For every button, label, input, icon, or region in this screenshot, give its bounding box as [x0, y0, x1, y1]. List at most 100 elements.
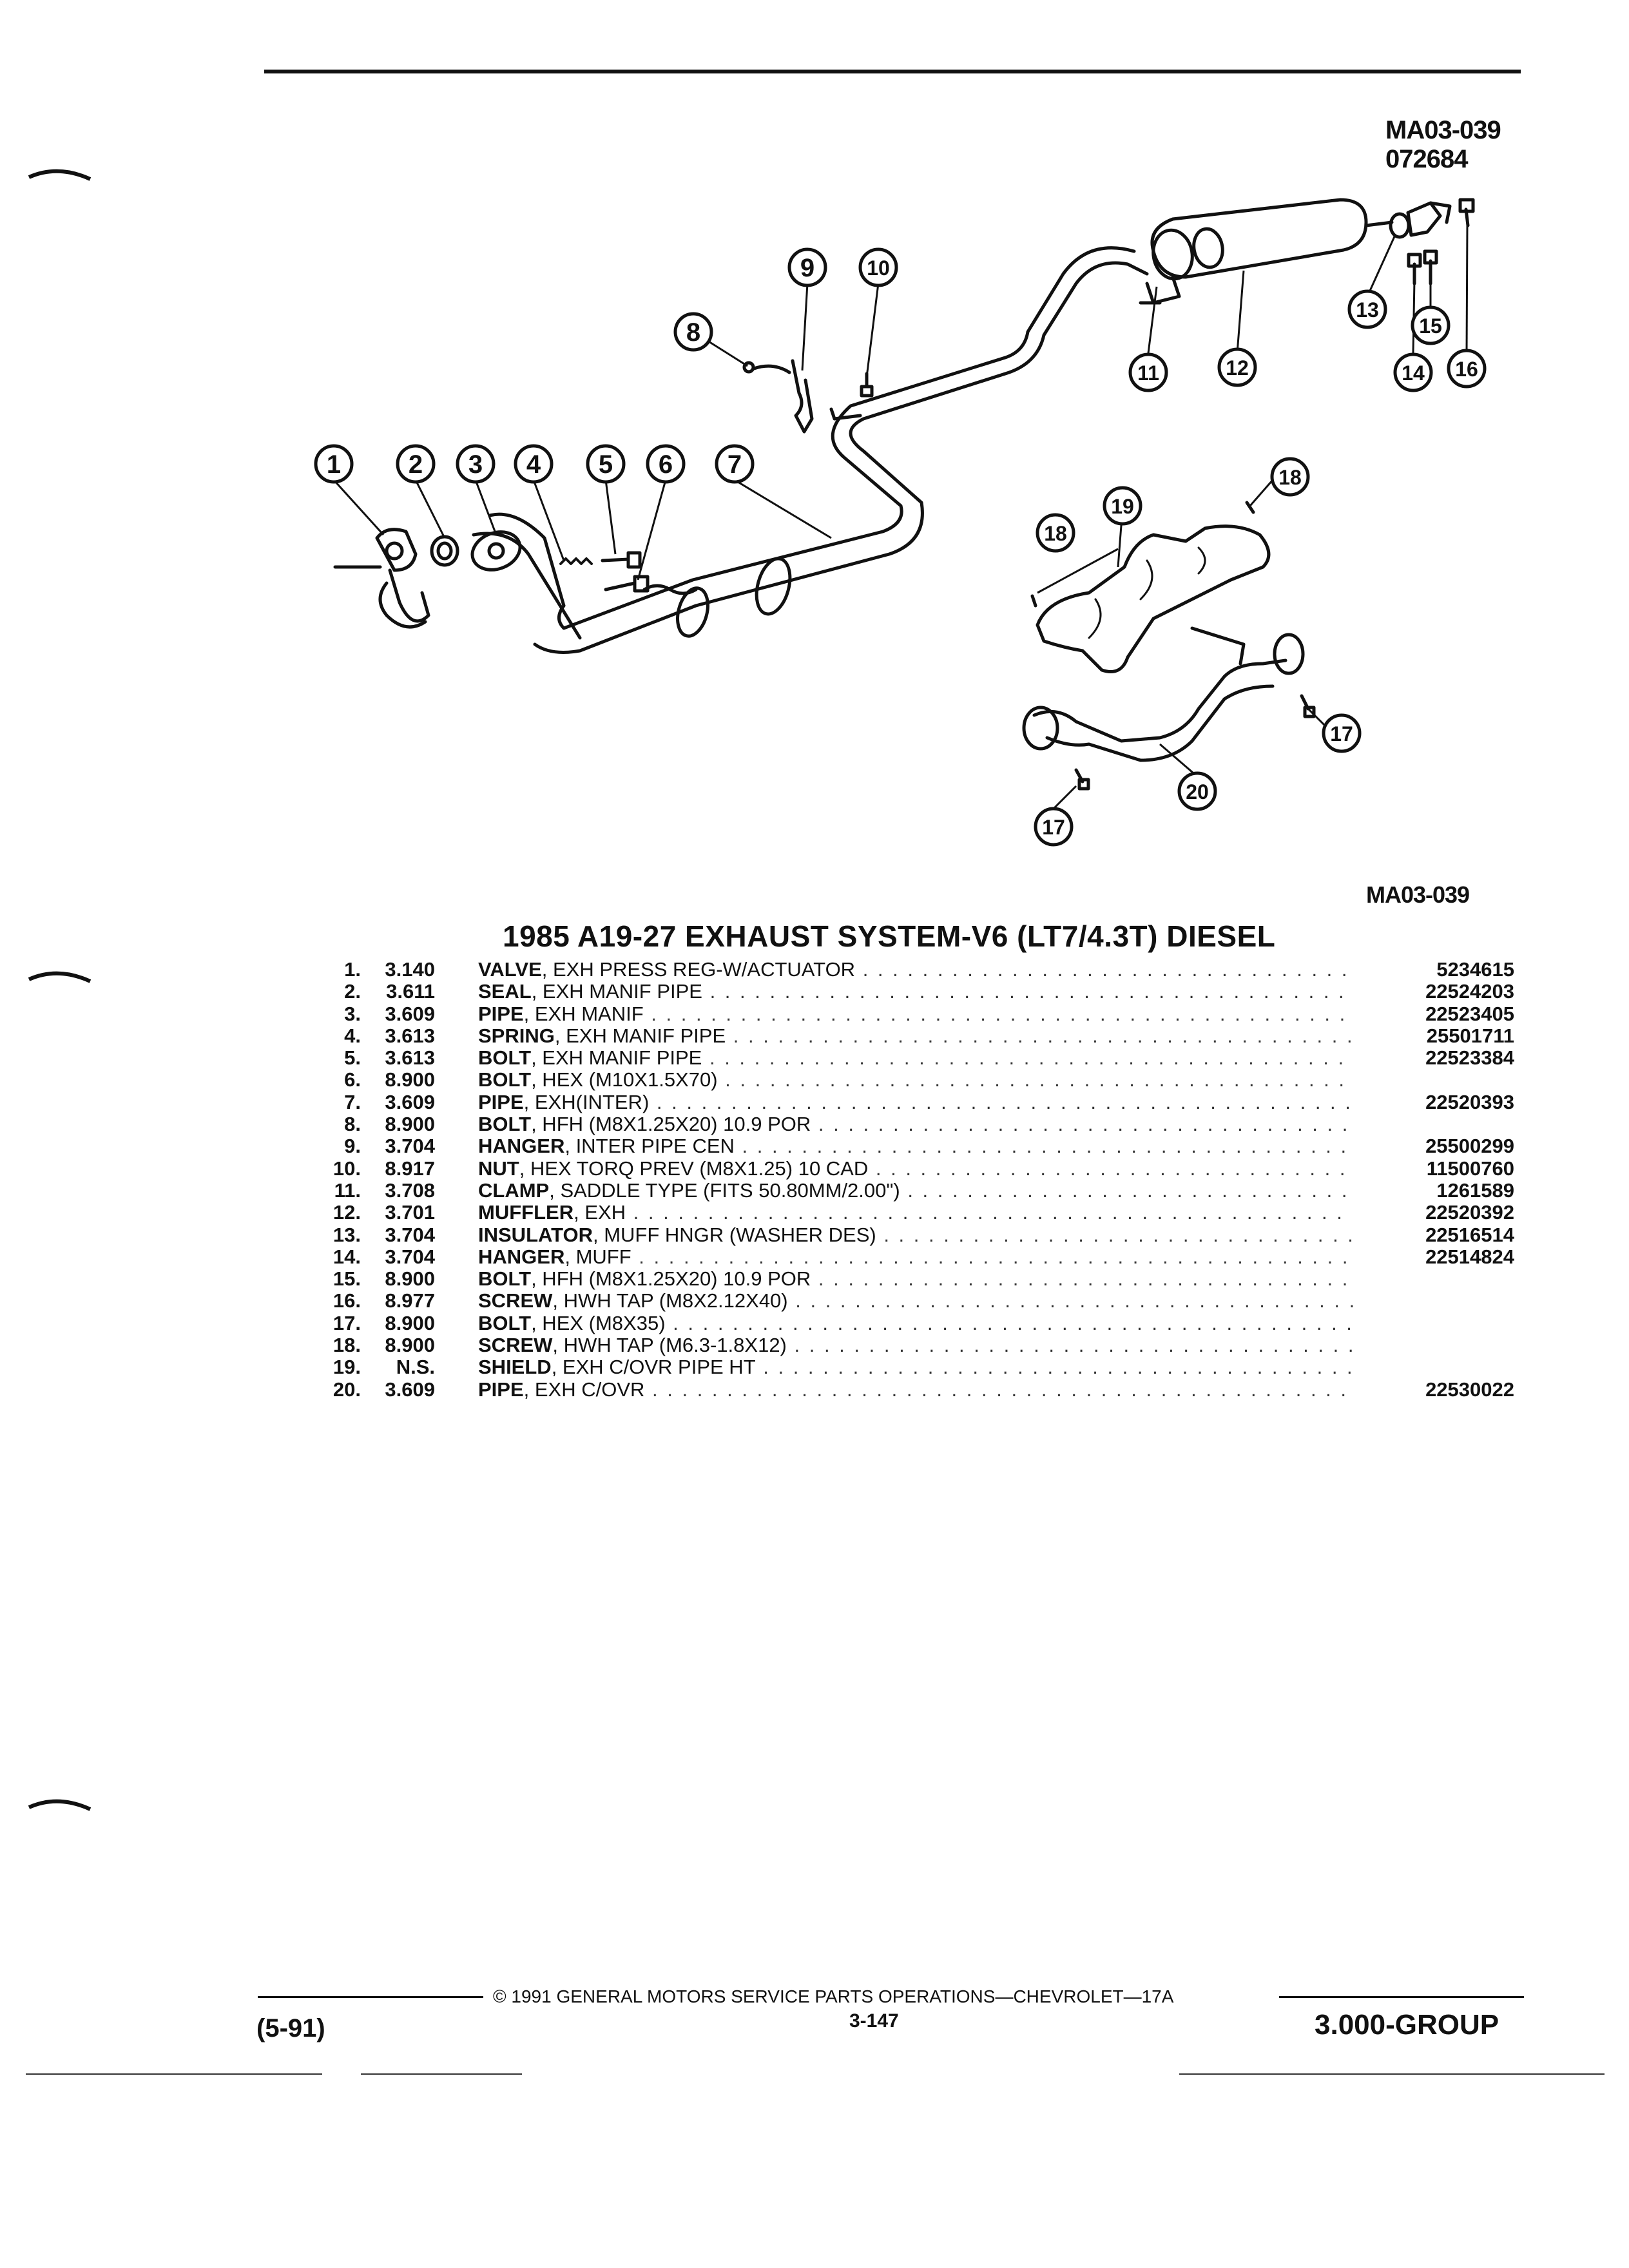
- leader-dots: . . . . . . . . . . . . . . . . . . . . …: [673, 1312, 1353, 1334]
- item-number: 14.: [333, 1245, 361, 1268]
- part-detail: , EXH MANIF PIPE: [531, 981, 702, 1003]
- group-number: N.S.: [396, 1356, 435, 1379]
- item-number: 1.: [344, 958, 361, 981]
- part-name: BOLT: [478, 1113, 532, 1136]
- callout-11: 11: [1137, 361, 1159, 385]
- leader-dots: . . . . . . . . . . . . . . . . . . . . …: [818, 1268, 1353, 1291]
- diagram-code-2: 072684: [1385, 145, 1468, 173]
- part-name: HANGER: [478, 1245, 565, 1268]
- part-number: 25501711: [1426, 1024, 1514, 1047]
- part-name: PIPE: [478, 1003, 524, 1025]
- item-number: 10.: [333, 1157, 361, 1180]
- leader-dots: . . . . . . . . . . . . . . . . . . . . …: [709, 1047, 1353, 1070]
- item-number: 9.: [344, 1135, 361, 1158]
- callout-12: 12: [1226, 356, 1249, 380]
- part-name: VALVE: [478, 959, 542, 981]
- leader-dots: . . . . . . . . . . . . . . . . . . . . …: [656, 1091, 1353, 1113]
- group-number: 3.611: [386, 980, 435, 1003]
- diagram-code: MA03-039: [1385, 116, 1501, 144]
- exhaust-system-diagram: 1 2 3 4 5 6 7 8 9 10 11 12 13 14 15 16 1…: [314, 198, 1487, 847]
- part-number: 22530022: [1425, 1378, 1514, 1401]
- leader-dots: . . . . . . . . . . . . . . . . . . . . …: [651, 1003, 1353, 1025]
- leader-dots: . . . . . . . . . . . . . . . . . . . . …: [794, 1334, 1354, 1357]
- leader-dots: . . . . . . . . . . . . . . . . . . . . …: [639, 1245, 1353, 1268]
- table-row: 10. 8.917 NUT, HEX TORQ PREV (M8X1.25) 10 …: [316, 1157, 1514, 1180]
- part-number: 5234615: [1436, 958, 1514, 981]
- bottom-rule: [1179, 2073, 1605, 2075]
- part-number: 22524203: [1425, 980, 1514, 1003]
- leader-dots: . . . . . . . . . . . . . . . . . . . . …: [883, 1224, 1353, 1246]
- part-number: 22520392: [1425, 1201, 1514, 1224]
- leader-dots: . . . . . . . . . . . . . . . . . . . . …: [652, 1378, 1353, 1401]
- part-name: MUFFLER: [478, 1202, 574, 1224]
- callout-19: 19: [1111, 495, 1134, 518]
- group-number: 3.701: [385, 1201, 435, 1224]
- part-number: 11500760: [1426, 1157, 1514, 1180]
- part-detail: , HEX TORQ PREV (M8X1.25) 10 CAD: [519, 1157, 869, 1180]
- part-name: SPRING: [478, 1024, 555, 1047]
- item-number: 6.: [344, 1068, 361, 1091]
- part-number: 25500299: [1425, 1135, 1514, 1158]
- top-rule: [264, 70, 1521, 73]
- part-name: INSULATOR: [478, 1224, 593, 1246]
- leader-dots: . . . . . . . . . . . . . . . . . . . . …: [742, 1135, 1354, 1158]
- leader-dots: . . . . . . . . . . . . . . . . . . . . …: [763, 1356, 1353, 1379]
- part-detail: , EXH C/OVR: [523, 1378, 645, 1401]
- table-row: 19.N.S.SHIELD, EXH C/OVR PIPE HT . . . .…: [316, 1356, 1514, 1378]
- callout-4: 4: [526, 450, 541, 479]
- part-detail: , EXH(INTER): [523, 1091, 650, 1113]
- item-number: 11.: [334, 1178, 361, 1202]
- item-number: 16.: [333, 1289, 361, 1312]
- item-number: 3.: [344, 1002, 361, 1025]
- callout-1: 1: [327, 450, 341, 479]
- group-number: 8.977: [385, 1289, 435, 1312]
- part-number: 22520393: [1425, 1090, 1514, 1113]
- callout-18: 18: [1044, 522, 1067, 545]
- margin-mark: [28, 169, 92, 181]
- callout-3: 3: [468, 450, 483, 479]
- part-description: HANGER, INTER PIPE CEN . . . . . . . . .…: [478, 1135, 1353, 1157]
- part-description: MUFFLER, EXH . . . . . . . . . . . . . .…: [478, 1202, 1353, 1224]
- group-number: 8.900: [385, 1334, 435, 1357]
- part-description: BOLT, EXH MANIF PIPE . . . . . . . . . .…: [478, 1047, 1353, 1069]
- item-number: 20.: [333, 1378, 361, 1401]
- leader-dots: . . . . . . . . . . . . . . . . . . . . …: [818, 1113, 1353, 1136]
- bottom-rule: [26, 2073, 322, 2075]
- item-number: 2.: [344, 980, 361, 1003]
- part-detail: , INTER PIPE CEN: [564, 1135, 735, 1158]
- part-description: SHIELD, EXH C/OVR PIPE HT . . . . . . . …: [478, 1356, 1353, 1378]
- part-description: PIPE, EXH C/OVR . . . . . . . . . . . . …: [478, 1379, 1353, 1401]
- item-number: 5.: [344, 1046, 361, 1070]
- callout-13: 13: [1356, 298, 1379, 322]
- part-description: BOLT, HFH (M8X1.25X20) 10.9 POR . . . . …: [478, 1113, 1353, 1135]
- part-name: SCREW: [478, 1334, 553, 1357]
- group-number: 3.708: [385, 1178, 435, 1202]
- callout-6: 6: [659, 450, 673, 479]
- table-row: 5. 3.613 BOLT, EXH MANIF PIPE . . . . . . …: [316, 1047, 1514, 1069]
- group-number: 3.704: [385, 1223, 435, 1246]
- item-number: 4.: [344, 1024, 361, 1047]
- group-number: 8.917: [385, 1157, 435, 1180]
- group-number: 3.613: [385, 1046, 435, 1070]
- margin-mark: [28, 1799, 92, 1811]
- part-description: NUT, HEX TORQ PREV (M8X1.25) 10 CAD . . …: [478, 1158, 1353, 1180]
- leader-dots: . . . . . . . . . . . . . . . . . . . . …: [875, 1157, 1353, 1180]
- part-description: HANGER, MUFF . . . . . . . . . . . . . .…: [478, 1246, 1353, 1268]
- part-detail: , EXH MANIF PIPE: [531, 1047, 702, 1070]
- item-number: 13.: [333, 1223, 361, 1246]
- part-name: SHIELD: [478, 1356, 552, 1379]
- callout-17: 17: [1042, 816, 1065, 839]
- part-name: BOLT: [478, 1312, 532, 1334]
- part-name: PIPE: [478, 1091, 524, 1113]
- group-number: 8.900: [385, 1113, 435, 1136]
